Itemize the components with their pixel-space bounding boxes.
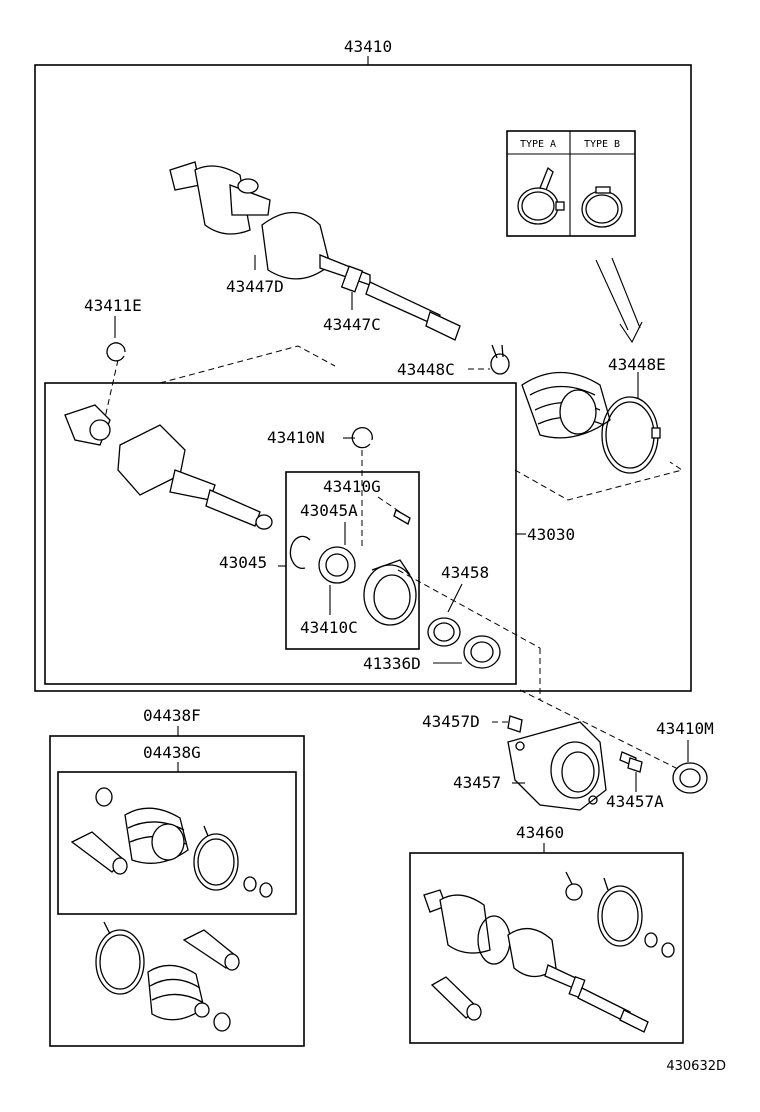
- seal-41336D-icon: [463, 635, 501, 669]
- kit-04438F-box: [49, 735, 305, 1047]
- clamp-43448E-icon: [601, 396, 661, 474]
- clamp-type-box: TYPE A TYPE B: [506, 130, 643, 344]
- bracket-43457-icon: [507, 721, 607, 811]
- label-43410[interactable]: 43410: [344, 37, 392, 56]
- label-43045A[interactable]: 43045A: [300, 501, 358, 520]
- bearing-43410M-icon: [672, 762, 708, 794]
- label-43410N[interactable]: 43410N: [267, 428, 325, 447]
- inner-joint-icon: [64, 404, 273, 530]
- small-clamp-43448C-icon: [490, 344, 510, 375]
- label-43457D[interactable]: 43457D: [422, 712, 480, 731]
- assembly-43410-box: [34, 64, 692, 692]
- assembly-43460-box: [409, 852, 684, 1044]
- label-43457[interactable]: 43457: [453, 773, 501, 792]
- boot-kit-04438F-icon: [95, 921, 240, 1032]
- clamp-type-b-icon: [581, 186, 623, 228]
- boot-kit-04438G-icon: [70, 787, 273, 898]
- label-43030[interactable]: 43030: [527, 525, 575, 544]
- label-04438G[interactable]: 04438G: [143, 743, 201, 762]
- label-43411E[interactable]: 43411E: [84, 296, 142, 315]
- label-04438F[interactable]: 04438F: [143, 706, 201, 725]
- kit-04438G-box: [57, 771, 297, 915]
- label-43410M[interactable]: 43410M: [656, 719, 714, 738]
- seal-43458-icon: [427, 617, 461, 647]
- driveshaft-43460-icon: [423, 871, 675, 1033]
- bearing-43045-icon: [289, 535, 356, 584]
- bolt-43457A-icon: [619, 751, 643, 773]
- label-43410G[interactable]: 43410G: [323, 477, 381, 496]
- figure-reference: 430632D: [666, 1059, 726, 1074]
- assembly-43410-group: 43410: [34, 37, 692, 692]
- circlip-43411E-icon: [106, 342, 126, 362]
- snap-ring-43410N-icon: [351, 426, 373, 449]
- label-43448E[interactable]: 43448E: [608, 355, 666, 374]
- housing-43410C-icon: [363, 559, 417, 626]
- label-43457A[interactable]: 43457A: [606, 792, 664, 811]
- label-43460[interactable]: 43460: [516, 823, 564, 842]
- clamp-type-a-icon: [517, 166, 565, 225]
- clamp-type-b-label: TYPE B: [584, 139, 620, 150]
- label-43447D[interactable]: 43447D: [226, 277, 284, 296]
- clamp-type-a-label: TYPE A: [520, 139, 556, 150]
- label-41336D[interactable]: 41336D: [363, 654, 421, 673]
- label-43045[interactable]: 43045: [219, 553, 267, 572]
- upper-driveshaft-icon: [169, 161, 461, 341]
- label-43410C[interactable]: 43410C: [300, 618, 358, 637]
- label-43458[interactable]: 43458: [441, 563, 489, 582]
- label-43448C[interactable]: 43448C: [397, 360, 455, 379]
- label-43447C[interactable]: 43447C: [323, 315, 381, 334]
- boot-icon: [521, 371, 611, 439]
- bearing-box: [285, 471, 420, 650]
